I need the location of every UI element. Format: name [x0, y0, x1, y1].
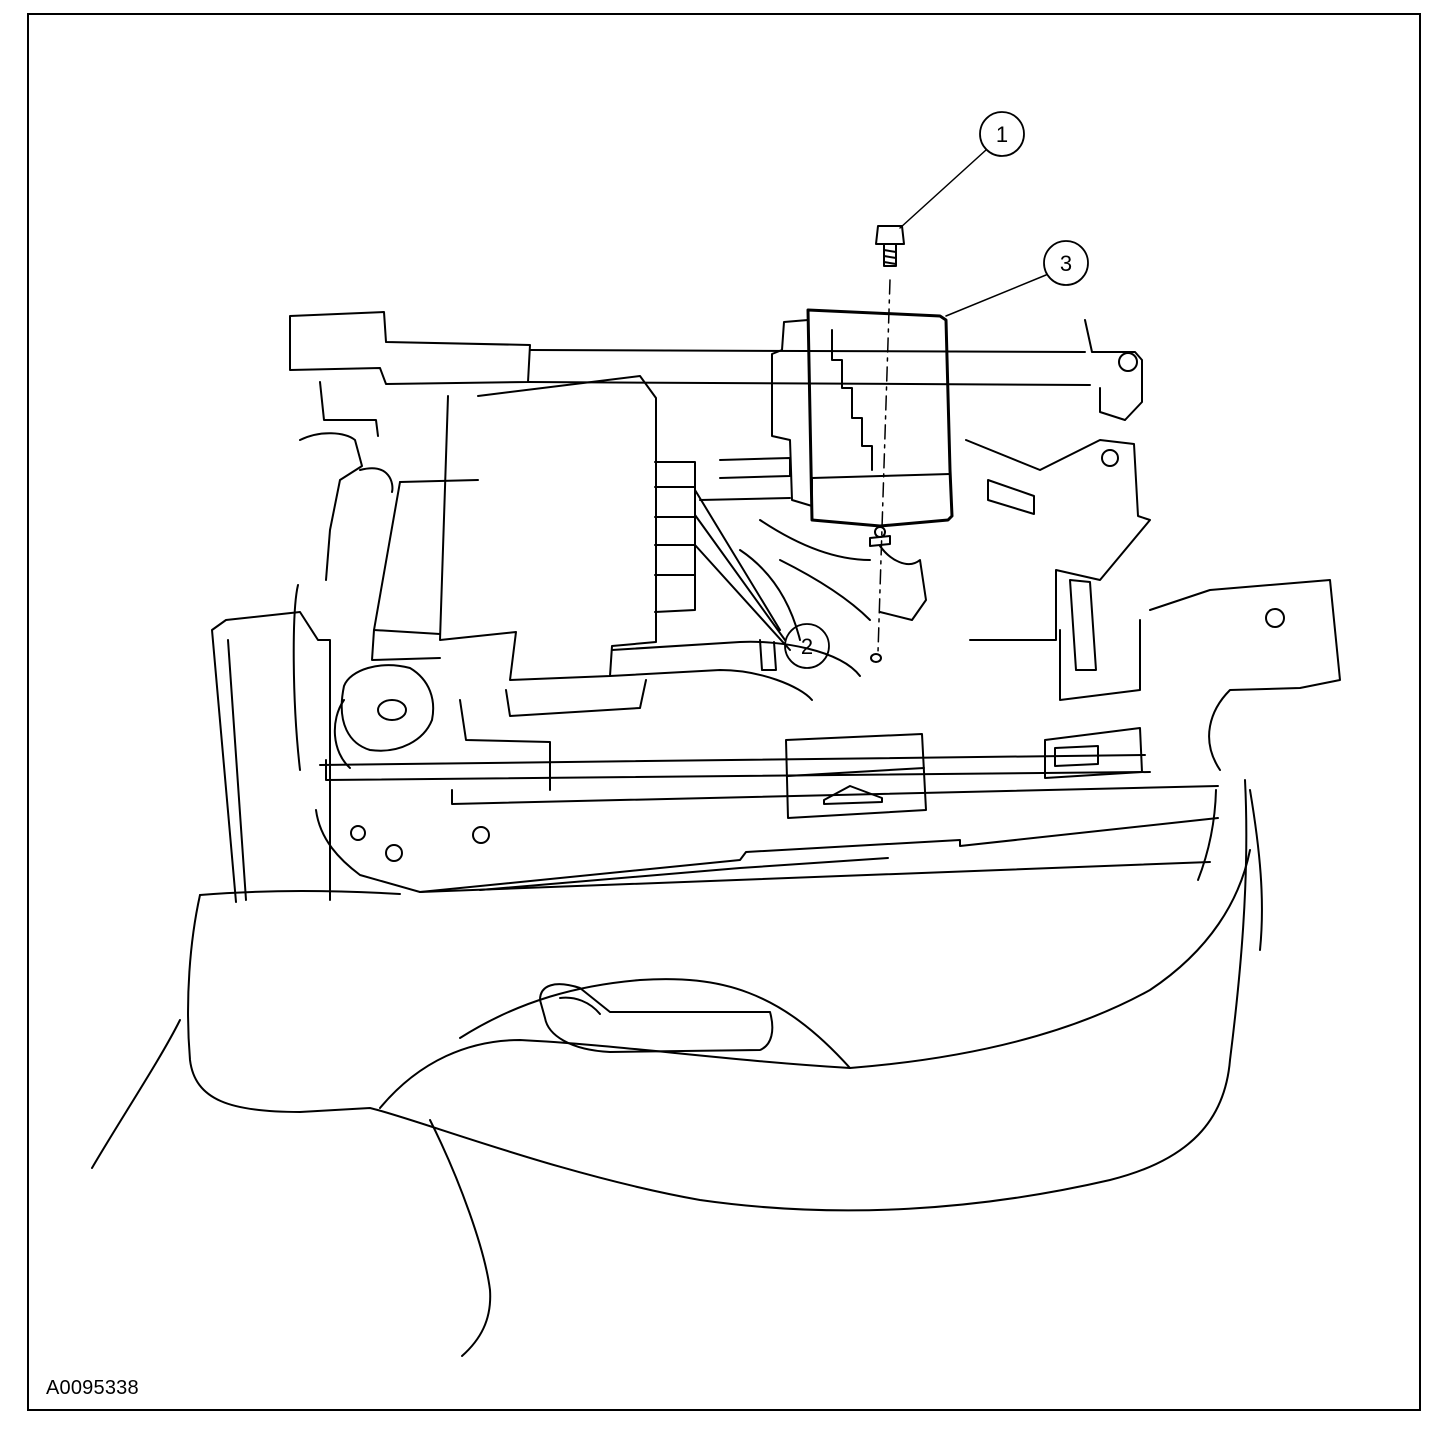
- bolt: [875, 225, 905, 267]
- figure-id: A0095338: [46, 1377, 139, 1399]
- figure-frame: [27, 13, 1421, 1411]
- outline-bottom: [429, 1119, 492, 1357]
- callout-1-label: 1: [996, 122, 1008, 147]
- outline-right: [1249, 789, 1263, 951]
- lower-track: [211, 611, 1219, 903]
- module: [771, 308, 954, 621]
- callout-3: 3: [945, 240, 1089, 317]
- track-latch: [785, 733, 927, 819]
- seat-cushion: [187, 779, 1251, 1212]
- callout-2: 2: [784, 623, 830, 669]
- mounting-hole: [870, 653, 882, 663]
- left-mechanism: [292, 381, 551, 791]
- upper-rail: [289, 311, 1143, 421]
- left-module: [371, 375, 791, 717]
- right-bracket: [1044, 579, 1341, 779]
- outline-left: [91, 1019, 181, 1169]
- callout-3-label: 3: [1060, 251, 1072, 276]
- callout-2-label: 2: [801, 634, 813, 659]
- alignment-line: [877, 279, 891, 653]
- side-bracket: [965, 439, 1151, 701]
- seat-handle: [539, 983, 774, 1053]
- callout-1: 1: [899, 111, 1025, 229]
